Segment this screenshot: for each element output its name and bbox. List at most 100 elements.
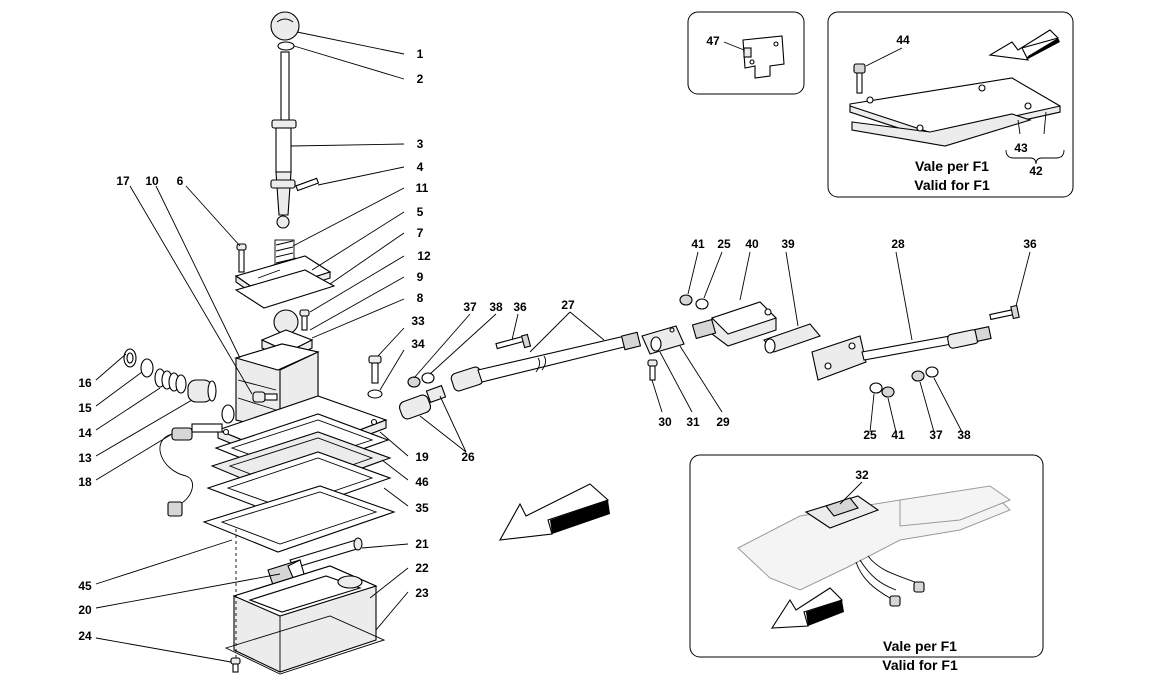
callout-18: 18 (78, 475, 92, 489)
callout-43: 43 (1014, 141, 1028, 155)
part-45-gasket (202, 485, 396, 553)
callout-38b: 38 (957, 428, 971, 442)
part-29-joint (641, 325, 685, 355)
callout-25: 25 (717, 237, 731, 251)
part-22-case (232, 565, 378, 673)
part-1-knob (270, 11, 300, 41)
part-41-nut (679, 294, 693, 306)
callout-23: 23 (415, 586, 429, 600)
callout-38: 38 (489, 300, 503, 314)
part-8-ball-mount (260, 309, 314, 361)
callout-16: 16 (78, 376, 92, 390)
part-37-nut (407, 376, 421, 388)
callout-45: 45 (78, 579, 92, 593)
callout-36b: 36 (1023, 237, 1037, 251)
callout-27: 27 (561, 298, 575, 312)
callout-34: 34 (411, 337, 425, 351)
callout-41b: 41 (891, 428, 905, 442)
part-47-plate (742, 35, 785, 79)
callout-37b: 37 (929, 428, 943, 442)
part-30-screw (647, 359, 658, 381)
callout-39: 39 (781, 237, 795, 251)
callout-20: 20 (78, 603, 92, 617)
part-9-screw (252, 391, 278, 403)
callout-35: 35 (415, 501, 429, 515)
leader-lines (95, 31, 1065, 663)
callout-9: 9 (417, 270, 424, 284)
part-27-shaft (450, 331, 642, 392)
part-15-ring (140, 358, 154, 378)
callout-25b: 25 (863, 428, 877, 442)
part-14-spring (154, 368, 187, 394)
callout-44: 44 (896, 33, 910, 47)
part-44-screw (853, 63, 866, 94)
part-23-gasket (224, 615, 386, 675)
callout-24: 24 (78, 629, 92, 643)
direction-arrow-icon (988, 29, 1060, 61)
part-36b-bolt (989, 304, 1020, 321)
callout-28: 28 (891, 237, 905, 251)
callout-40: 40 (745, 237, 759, 251)
part-25b-washer (869, 382, 883, 394)
callout-6: 6 (177, 174, 184, 188)
callout-29: 29 (716, 415, 730, 429)
callout-11: 11 (416, 181, 429, 195)
part-2-washer (277, 41, 295, 51)
inset-caption-it: Vale per F1 (915, 158, 989, 174)
callout-17: 17 (116, 174, 130, 188)
callout-21: 21 (415, 537, 429, 551)
callout-10: 10 (145, 174, 159, 188)
part-26-coupling (398, 384, 447, 420)
callout-4: 4 (417, 160, 424, 174)
inset-caption-it: Vale per F1 (883, 638, 957, 654)
callout-22: 22 (415, 561, 429, 575)
part-32-f1-console (737, 485, 1012, 607)
callout-30: 30 (658, 415, 672, 429)
direction-arrow-icon (770, 587, 844, 629)
callout-2: 2 (417, 72, 424, 86)
callout-14: 14 (78, 426, 92, 440)
callout-13: 13 (78, 451, 92, 465)
callout-32: 32 (855, 468, 869, 482)
callout-15: 15 (78, 401, 92, 415)
callout-7: 7 (417, 226, 424, 240)
callout-31: 31 (686, 415, 700, 429)
part-40-bracket (691, 301, 778, 347)
part-33-screw (368, 355, 382, 384)
callout-numbers: 1 2 3 4 11 5 7 12 9 8 17 10 6 33 34 16 1… (78, 33, 1043, 643)
part-6-screw (236, 243, 247, 273)
part-16-clip (123, 348, 137, 368)
part-39-link (763, 323, 867, 381)
callout-36: 36 (513, 300, 527, 314)
inset-caption-en: Valid for F1 (882, 657, 958, 673)
part-36-bolt (495, 333, 532, 350)
part-37b-nut (911, 370, 925, 382)
part-34-washer (367, 389, 383, 399)
part-12-bolt (299, 309, 310, 331)
inset-caption-en: Valid for F1 (914, 177, 990, 193)
part-13-bushing (187, 379, 217, 403)
callout-42: 42 (1029, 164, 1043, 178)
part-25-washer (695, 298, 709, 310)
callout-46: 46 (415, 475, 429, 489)
callout-41: 41 (691, 237, 705, 251)
part-3-lever (270, 51, 297, 229)
part-18-sensor (159, 404, 235, 517)
part-4-pin (295, 177, 320, 192)
part-41b-nut (881, 386, 895, 398)
callout-3: 3 (417, 137, 424, 151)
callout-37: 37 (463, 300, 477, 314)
part-28-rod (861, 326, 992, 361)
part-42-plate-assembly (849, 77, 1061, 147)
part-38-washer (421, 372, 435, 384)
direction-arrow-icon (498, 483, 610, 541)
callout-33: 33 (411, 314, 425, 328)
part-24-screw (230, 528, 241, 673)
callout-12: 12 (417, 249, 431, 263)
part-38b-washer (925, 366, 939, 378)
callout-47: 47 (706, 34, 720, 48)
callout-19: 19 (415, 450, 429, 464)
callout-1: 1 (417, 47, 424, 61)
